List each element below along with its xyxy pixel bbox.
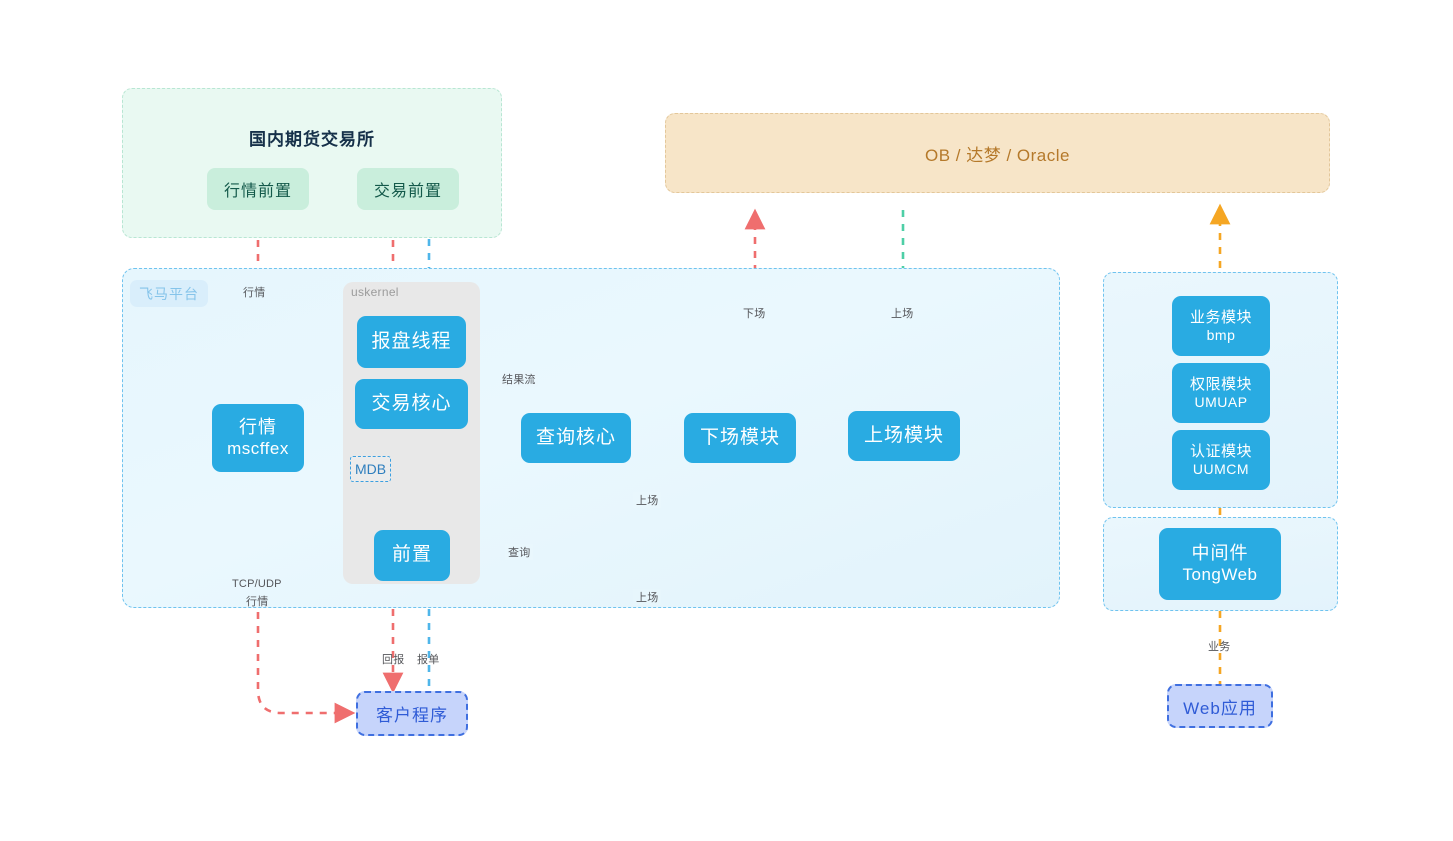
auth-module-title: 认证模块 [1189,442,1252,460]
onload-module-label: 上场模块 [863,424,944,446]
edge-label-quote: 行情 [243,287,266,299]
trade-front-label: 交易前置 [373,183,442,200]
edge-label-tcpudp: TCP/UDP [232,578,282,590]
offload-module-node[interactable]: 下场模块 [684,413,796,463]
quote-front-node[interactable]: 行情前置 [207,168,309,210]
quote-service-title: 行情 [239,417,277,438]
platform-tag: 飞马平台 [130,280,208,307]
edge-label-onload-bottom: 上场 [633,589,662,605]
edge-label-query: 查询 [505,544,534,560]
exchange-title: 国内期货交易所 [249,130,375,149]
edge-label-tcpudp-quote: 行情 [246,596,269,608]
database-panel: OB / 达梦 / Oracle [665,113,1330,193]
trade-core-node[interactable]: 交易核心 [355,379,468,429]
quote-service-node[interactable]: 行情 mscffex [212,404,304,472]
middleware-sub: TongWeb [1182,564,1258,584]
edge-label-business: 业务 [1208,641,1231,653]
business-module-sub: bmp [1206,326,1236,343]
permission-module-node[interactable]: 权限模块 UMUAP [1172,363,1270,423]
edge-label-return: 回报 [382,654,405,666]
permission-module-sub: UMUAP [1194,393,1248,410]
order-thread-node[interactable]: 报盘线程 [357,316,466,368]
business-module-title: 业务模块 [1189,308,1252,326]
query-core-node[interactable]: 查询核心 [521,413,631,463]
exchange-panel: 国内期货交易所 [122,88,502,238]
middleware-title: 中间件 [1191,543,1249,564]
offload-module-label: 下场模块 [699,426,780,448]
auth-module-node[interactable]: 认证模块 UUMCM [1172,430,1270,490]
mdb-tag: MDB [350,456,391,482]
quote-front-label: 行情前置 [223,183,292,200]
trade-front-node[interactable]: 交易前置 [357,168,459,210]
front-end-label: 前置 [391,544,432,566]
edge-label-offload: 下场 [743,308,766,320]
edge-label-onload-top: 上场 [891,308,914,320]
business-module-node[interactable]: 业务模块 bmp [1172,296,1270,356]
database-title: OB / 达梦 / Oracle [925,145,1070,165]
front-end-node[interactable]: 前置 [374,530,450,581]
auth-module-sub: UUMCM [1192,460,1250,477]
quote-service-sub: mscffex [227,438,289,458]
onload-module-node[interactable]: 上场模块 [848,411,960,461]
uskernel-label: uskernel [351,285,399,299]
client-program-node[interactable]: 客户程序 [356,691,468,736]
edge-label-order: 报单 [417,654,440,666]
edge-label-onload-mid: 上场 [633,492,662,508]
trade-core-label: 交易核心 [371,392,452,414]
middleware-node[interactable]: 中间件 TongWeb [1159,528,1281,600]
edge-label-result-stream: 结果流 [500,371,538,387]
query-core-label: 查询核心 [535,426,616,448]
order-thread-label: 报盘线程 [371,330,452,352]
permission-module-title: 权限模块 [1189,375,1252,393]
client-program-label: 客户程序 [376,706,448,725]
webapp-label: Web应用 [1183,698,1257,718]
webapp-node[interactable]: Web应用 [1167,684,1273,728]
